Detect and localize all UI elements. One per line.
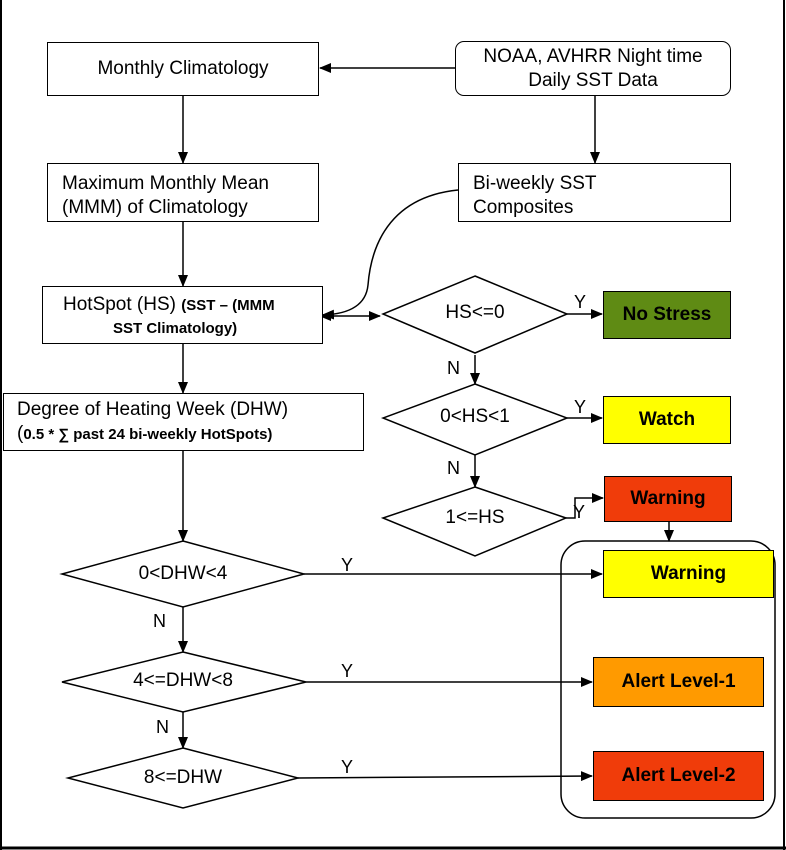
status-warning-dhw: Warning <box>603 550 774 598</box>
yes-label-hs-ge1: Y <box>573 502 586 522</box>
mmm-label-line2: (MMM) of Climatology <box>62 197 248 218</box>
no-label-hs-0-1: N <box>447 458 460 478</box>
yes-label-dhw-0-4: Y <box>341 555 354 575</box>
status-no-stress: No Stress <box>603 291 731 339</box>
noaa-label-line2: Daily SST Data <box>528 69 658 91</box>
status-alert-level-2-label: Alert Level-2 <box>621 765 736 786</box>
hotspot-label: HotSpot (HS) <box>63 294 182 315</box>
monthly-climatology-label: Monthly Climatology <box>97 58 269 79</box>
decision-hs-0-1 <box>380 383 570 456</box>
biweekly-label-line2: Composites <box>473 197 574 218</box>
mmm-label-line1: Maximum Monthly Mean <box>62 173 269 194</box>
no-label-dhw-0-4: N <box>153 611 166 631</box>
dhw-formula: 0.5 * ∑ past 24 bi-weekly HotSpots) <box>23 426 273 443</box>
decision-hs-le0-label: HS<=0 <box>445 302 505 323</box>
hotspot-formula-line1: (SST – (MMM <box>181 297 275 314</box>
noaa-data-box: NOAA, AVHRR Night time Daily SST Data <box>455 41 731 96</box>
decision-dhw-4-8-label: 4<=DHW<8 <box>133 670 233 691</box>
yes-label-dhw-4-8: Y <box>341 661 354 681</box>
decision-dhw-ge8-label: 8<=DHW <box>143 767 223 788</box>
hotspot-box: HotSpot (HS) (SST – (MMM SST Climatology… <box>42 286 323 344</box>
status-alert-level-1-label: Alert Level-1 <box>621 671 736 692</box>
decision-dhw-0-4 <box>59 540 307 608</box>
status-watch-label: Watch <box>638 409 696 430</box>
status-warning-hs-label: Warning <box>630 488 706 509</box>
status-warning-dhw-label: Warning <box>650 563 727 584</box>
status-watch: Watch <box>603 396 731 444</box>
decision-hs-ge1-label: 1<=HS <box>445 507 505 528</box>
dhw-box: Degree of Heating Week (DHW) (0.5 * ∑ pa… <box>3 393 364 451</box>
arrow-d3-to-alert2 <box>297 771 593 782</box>
status-alert-level-2: Alert Level-2 <box>593 751 764 801</box>
arrow-h3-to-warning <box>566 493 604 519</box>
mmm-box: Maximum Monthly Mean (MMM) of Climatolog… <box>47 163 319 222</box>
hotspot-formula-line2: SST Climatology) <box>113 320 238 337</box>
decision-dhw-ge8 <box>65 747 301 809</box>
dhw-paren-open: ( <box>17 423 24 444</box>
decision-hs-le0 <box>381 275 569 354</box>
curve-biweekly-to-hotspot <box>322 189 459 320</box>
noaa-label-line1: NOAA, AVHRR Night time <box>483 45 703 67</box>
yes-label-hs-le0: Y <box>574 292 587 312</box>
alert-group-frame <box>560 540 776 819</box>
decision-dhw-4-8 <box>61 651 307 713</box>
status-alert-level-1: Alert Level-1 <box>593 657 764 707</box>
monthly-climatology-box: Monthly Climatology <box>47 42 319 96</box>
status-no-stress-label: No Stress <box>622 304 712 325</box>
no-label-hs-le0: N <box>447 358 460 378</box>
dhw-label-line1: Degree of Heating Week (DHW) <box>17 399 289 420</box>
biweekly-label-line1: Bi-weekly SST <box>473 173 597 194</box>
yes-label-hs-0-1: Y <box>574 397 587 417</box>
no-label-dhw-4-8: N <box>156 717 169 737</box>
yes-label-dhw-ge8: Y <box>341 757 354 777</box>
decision-hs-0-1-label: 0<HS<1 <box>440 406 510 427</box>
biweekly-sst-box: Bi-weekly SST Composites <box>458 163 731 222</box>
decision-hs-ge1 <box>380 486 569 557</box>
decision-dhw-0-4-label: 0<DHW<4 <box>138 563 228 584</box>
status-warning-hs: Warning <box>604 476 732 522</box>
